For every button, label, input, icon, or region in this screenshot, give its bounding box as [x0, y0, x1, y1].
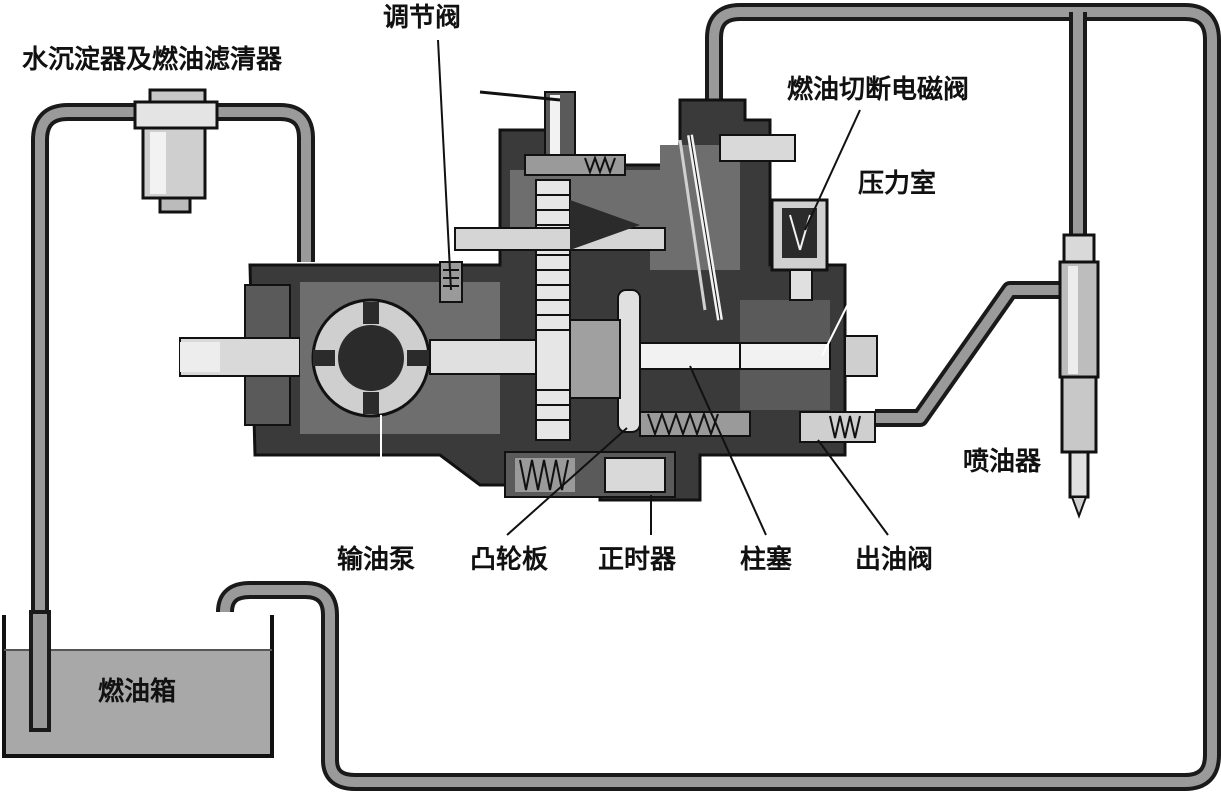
label-cam-plate: 凸轮板 — [470, 545, 548, 575]
label-delivery-valve: 出油阀 — [855, 545, 933, 575]
label-pressure-chamber: 压力室 — [858, 168, 936, 199]
fuel-tank — [2, 610, 274, 758]
leader-lines — [380, 39, 896, 536]
leader-pressure-chamber — [821, 209, 896, 357]
pipe-tank-to-filter — [31, 103, 150, 725]
injection-pump-body — [179, 90, 878, 502]
leader-cam-plate — [506, 427, 628, 536]
label-regulator-valve: 调节阀 — [383, 3, 461, 33]
fuel-lines — [31, 3, 1221, 791]
label-cutoff-solenoid: 燃油切断电磁阀 — [787, 74, 969, 105]
label-injector: 喷油器 — [963, 447, 1042, 477]
label-fuel-tank: 燃油箱 — [98, 676, 176, 707]
water-separator-filter — [133, 88, 219, 214]
leader-cutoff-solenoid — [804, 109, 861, 231]
label-timer: 正时器 — [598, 545, 677, 575]
injector — [1058, 233, 1100, 519]
leader-plunger — [689, 365, 767, 536]
leader-regulator-valve — [437, 39, 452, 291]
label-filter: 水沉淀器及燃油滤清器 — [22, 44, 283, 75]
leader-delivery-valve — [817, 439, 889, 536]
label-plunger: 柱塞 — [740, 544, 792, 575]
label-feed-pump: 输油泵 — [337, 544, 415, 575]
labels: 水沉淀器及燃油滤清器 调节阀 燃油切断电磁阀 压力室 喷油器 输油泵 凸轮板 正… — [22, 3, 1042, 707]
pipe-filter-to-pump — [205, 103, 315, 262]
